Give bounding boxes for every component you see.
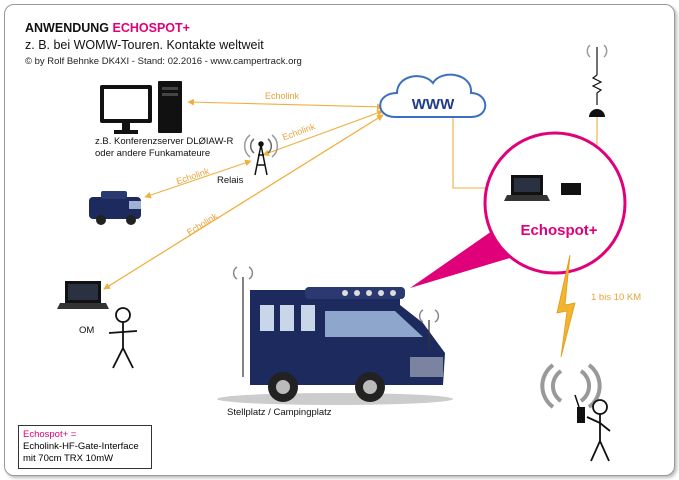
van-antenna-left-icon xyxy=(232,266,254,377)
echolink-connections xyxy=(103,98,598,290)
legend-box: Echospot+ = Echolink-HF-Gate-Interface m… xyxy=(18,425,152,469)
echospot-pointer xyxy=(410,222,520,288)
computer-icon xyxy=(100,81,182,134)
van-antenna-right-icon xyxy=(418,309,440,350)
handheld-radio-person-icon xyxy=(540,363,611,462)
echospot-label: Echospot+ xyxy=(520,222,597,239)
antenna-icon xyxy=(586,44,608,117)
diagram-frame: WWW Echospot+ ANWENDUNG ECHOSPOT+ z. B. … xyxy=(4,4,675,476)
server-label-2: oder andere Funkamateure xyxy=(95,148,211,159)
page-title: ANWENDUNG ECHOSPOT+ xyxy=(25,21,190,35)
echospot-circle xyxy=(483,131,627,275)
title-prefix: ANWENDUNG xyxy=(25,21,113,35)
subtitle: z. B. bei WOMW-Touren. Kontakte weltweit xyxy=(25,38,264,52)
copyright-line: © by Rolf Behnke DK4XI - Stand: 02.2016 … xyxy=(25,56,302,67)
small-van-icon xyxy=(89,191,141,225)
legend-line-2: Echolink-HF-Gate-Interface xyxy=(23,441,139,452)
echospot-device-box xyxy=(561,183,581,195)
legend-line-1: Echospot+ = xyxy=(23,429,77,440)
laptop-om-icon xyxy=(57,281,109,309)
relais-tower-icon xyxy=(243,134,279,176)
echolink-label-server: Echolink xyxy=(265,91,300,101)
relais-label: Relais xyxy=(217,175,244,186)
range-label: 1 bis 10 KM xyxy=(591,292,642,303)
cloud-icon xyxy=(379,73,487,118)
link-om-www xyxy=(103,114,384,290)
title-accent: ECHOSPOT+ xyxy=(112,21,190,35)
camping-label: Stellplatz / Campingplatz xyxy=(227,407,332,418)
legend-line-3: mit 70cm TRX 10mW xyxy=(23,453,114,464)
diagram-canvas: WWW Echospot+ xyxy=(57,44,627,462)
cloud-label: WWW xyxy=(412,96,455,113)
camper-van-icon xyxy=(217,287,453,405)
server-label-1: z.B. Konferenzserver DLØIAW-R xyxy=(95,136,234,147)
om-person-icon xyxy=(108,307,138,369)
om-label: OM xyxy=(79,325,95,336)
echospot-laptop-icon xyxy=(504,175,550,201)
lightning-bolt-icon xyxy=(556,254,576,358)
link-server-www xyxy=(187,98,384,111)
